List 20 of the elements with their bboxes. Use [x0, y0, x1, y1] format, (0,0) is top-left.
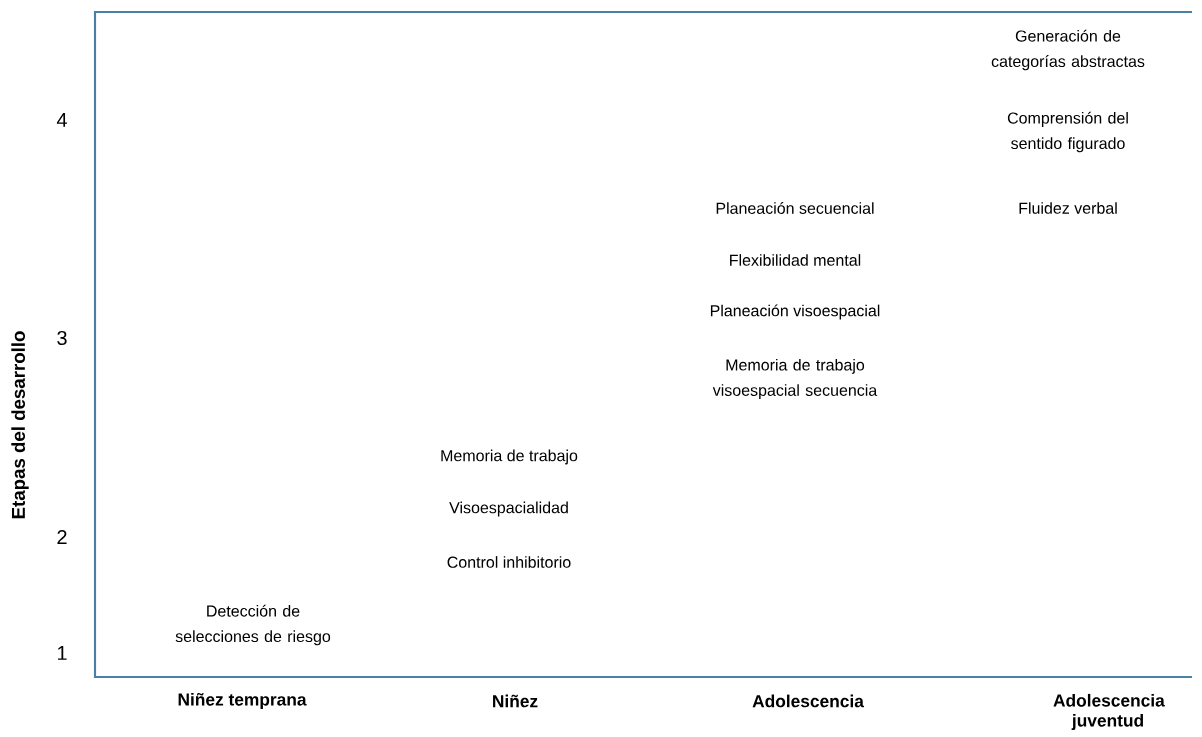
function-label: Flexibilidad mental	[730, 254, 861, 266]
category-label: Niñez temprana	[178, 692, 307, 710]
function-label: Fluidez verbal	[1019, 202, 1117, 214]
function-label: Memoria de trabajo visoespacial secuencia	[712, 358, 878, 400]
tick-label: 1	[57, 646, 67, 660]
function-label: Memoria de trabajo	[441, 449, 578, 465]
function-label: Planeación secuencial	[716, 202, 874, 214]
category-label: Adolescencia	[752, 694, 864, 708]
function-label: Generación de categorías abstractas	[991, 29, 1145, 71]
function-label: Control inhibitorio	[447, 556, 571, 568]
axis-title: Etapas del desarrollo	[11, 331, 29, 519]
function-label: Planeación visoespacial	[710, 304, 880, 320]
function-label: Detección de selecciones de riesgo	[175, 604, 331, 646]
function-label: Comprensión del sentido figurado	[1007, 111, 1128, 153]
tick-label: 2	[57, 530, 67, 544]
category-label: Adolescencia juventud	[1053, 693, 1165, 731]
category-label: Niñez	[493, 694, 538, 708]
tick-label: 4	[56, 113, 67, 127]
function-label: Visoespacialidad	[449, 501, 568, 517]
tick-label: 3	[57, 330, 67, 346]
